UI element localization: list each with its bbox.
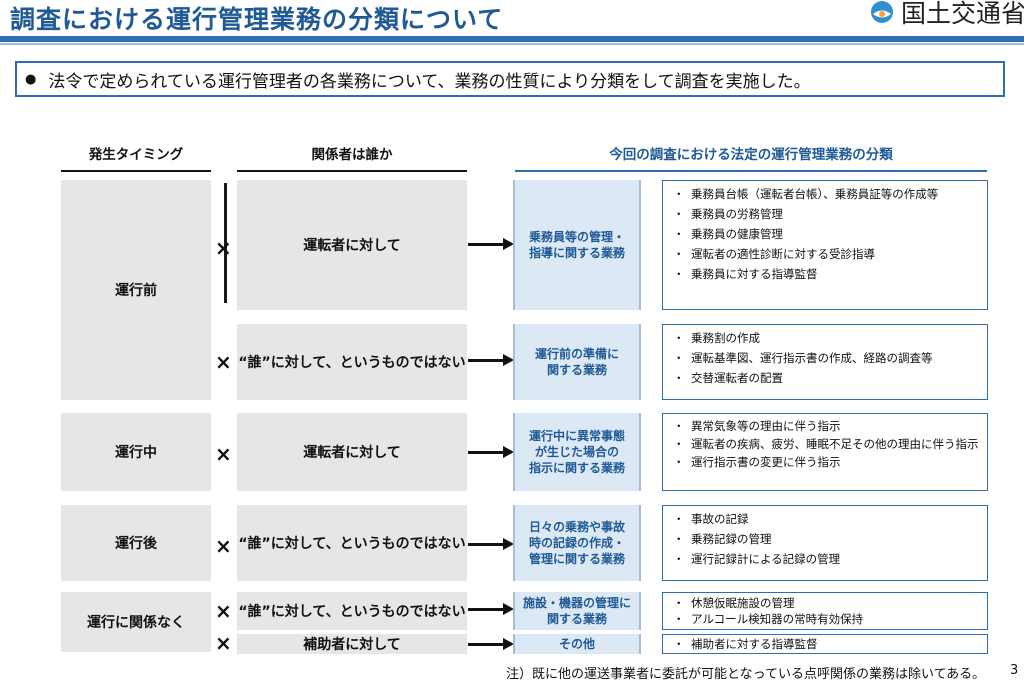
arrow-right-icon	[468, 638, 514, 650]
list-item: 乗務員の健康管理	[673, 224, 979, 244]
times-icon: ×	[215, 534, 232, 558]
logo-text: 国土交通省	[900, 0, 1024, 28]
column-rule-who	[237, 170, 467, 172]
times-icon: ×	[215, 350, 232, 374]
who-not-person: “誰”に対して、というものではない	[237, 592, 467, 630]
who-not-person: “誰”に対して、というものではない	[237, 505, 467, 581]
items-list: 乗務割の作成 運転基準図、運行指示書の作成、経路の調査等 交替運転者の配置	[662, 324, 988, 400]
summary-box: ● 法令で定められている運行管理者の各業務について、業務の性質により分類をして調…	[15, 61, 1005, 97]
arrow-right-icon	[468, 238, 514, 250]
items-list: 異常気象等の理由に伴う指示 運転者の疾病、疲労、睡眠不足その他の理由に伴う指示 …	[662, 413, 988, 491]
list-item: アルコール検知器の常時有効保持	[673, 611, 979, 627]
category-records: 日々の乗務や事故 時の記録の作成・ 管理に関する業務	[513, 505, 641, 581]
bullet-icon: ●	[25, 71, 37, 87]
timing-during: 運行中	[61, 413, 211, 491]
items-list: 補助者に対する指導監督	[662, 634, 988, 654]
items-list: 事故の記録 乗務記録の管理 運行記録計による記録の管理	[662, 505, 988, 581]
items-list: 乗務員台帳（運転者台帳）、乗務員証等の作成等 乗務員の労務管理 乗務員の健康管理…	[662, 180, 988, 310]
column-rule-timing	[61, 170, 211, 172]
timing-unrelated: 運行に関係なく	[61, 592, 211, 652]
times-icon: ×	[215, 599, 232, 623]
arrow-right-icon	[468, 354, 514, 366]
category-other: その他	[513, 634, 641, 654]
summary-text: 法令で定められている運行管理者の各業務について、業務の性質により分類をして調査を…	[48, 71, 811, 92]
column-header-who: 関係者は誰か	[311, 147, 393, 163]
list-item: 運転基準図、運行指示書の作成、経路の調査等	[673, 348, 979, 368]
who-drivers: 運転者に対して	[237, 413, 467, 491]
times-icon: ×	[215, 236, 232, 260]
list-item: 事故の記録	[673, 509, 979, 529]
list-item: 乗務記録の管理	[673, 529, 979, 549]
timing-after: 運行後	[61, 505, 211, 581]
list-item: 運転者の適性診断に対する受診指導	[673, 244, 979, 264]
header-rule-light	[0, 43, 1024, 45]
column-header-timing: 発生タイミング	[88, 147, 184, 163]
items-list: 休憩仮眠施設の管理 アルコール検知器の常時有効保持	[662, 592, 988, 630]
who-not-person: “誰”に対して、というものではない	[237, 324, 467, 400]
page-number: 3	[1010, 663, 1019, 678]
ministry-logo: 国土交通省	[869, 0, 1024, 30]
category-abnormal-instructions: 運行中に異常事態 が生じた場合の 指示に関する業務	[513, 413, 641, 491]
footnote: 注）既に他の運送事業者に委託が可能となっている点呼関係の業務は除いてある。	[506, 667, 986, 682]
timing-before: 運行前	[61, 180, 211, 400]
times-icon: ×	[215, 442, 232, 466]
arrow-right-icon	[468, 603, 514, 615]
list-item: 交替運転者の配置	[673, 368, 979, 388]
header-rule	[0, 36, 1024, 42]
category-pre-operation: 運行前の準備に 関する業務	[513, 324, 641, 400]
list-item: 乗務員台帳（運転者台帳）、乗務員証等の作成等	[673, 184, 979, 204]
list-item: 休憩仮眠施設の管理	[673, 595, 979, 611]
timing-bracket	[224, 183, 227, 303]
list-item: 異常気象等の理由に伴う指示	[673, 417, 979, 435]
arrow-right-icon	[468, 538, 514, 550]
column-header-classification: 今回の調査における法定の運行管理業務の分類	[609, 147, 893, 163]
list-item: 運行指示書の変更に伴う指示	[673, 453, 979, 471]
page-title: 調査における運行管理業務の分類について	[10, 5, 504, 34]
arrow-right-icon	[468, 446, 514, 458]
who-drivers: 運転者に対して	[237, 180, 467, 310]
who-assistants: 補助者に対して	[237, 634, 467, 654]
category-crew-management: 乗務員等の管理・ 指導に関する業務	[513, 180, 641, 310]
list-item: 補助者に対する指導監督	[673, 636, 979, 652]
list-item: 運行記録計による記録の管理	[673, 549, 979, 569]
list-item: 乗務員に対する指導監督	[673, 264, 979, 284]
times-icon: ×	[215, 631, 232, 655]
column-rule-classification	[515, 170, 987, 172]
list-item: 運転者の疾病、疲労、睡眠不足その他の理由に伴う指示	[673, 435, 979, 453]
mlit-logo-icon	[870, 1, 893, 23]
list-item: 乗務割の作成	[673, 328, 979, 348]
list-item: 乗務員の労務管理	[673, 204, 979, 224]
category-facilities: 施設・機器の管理に 関する業務	[513, 592, 641, 630]
